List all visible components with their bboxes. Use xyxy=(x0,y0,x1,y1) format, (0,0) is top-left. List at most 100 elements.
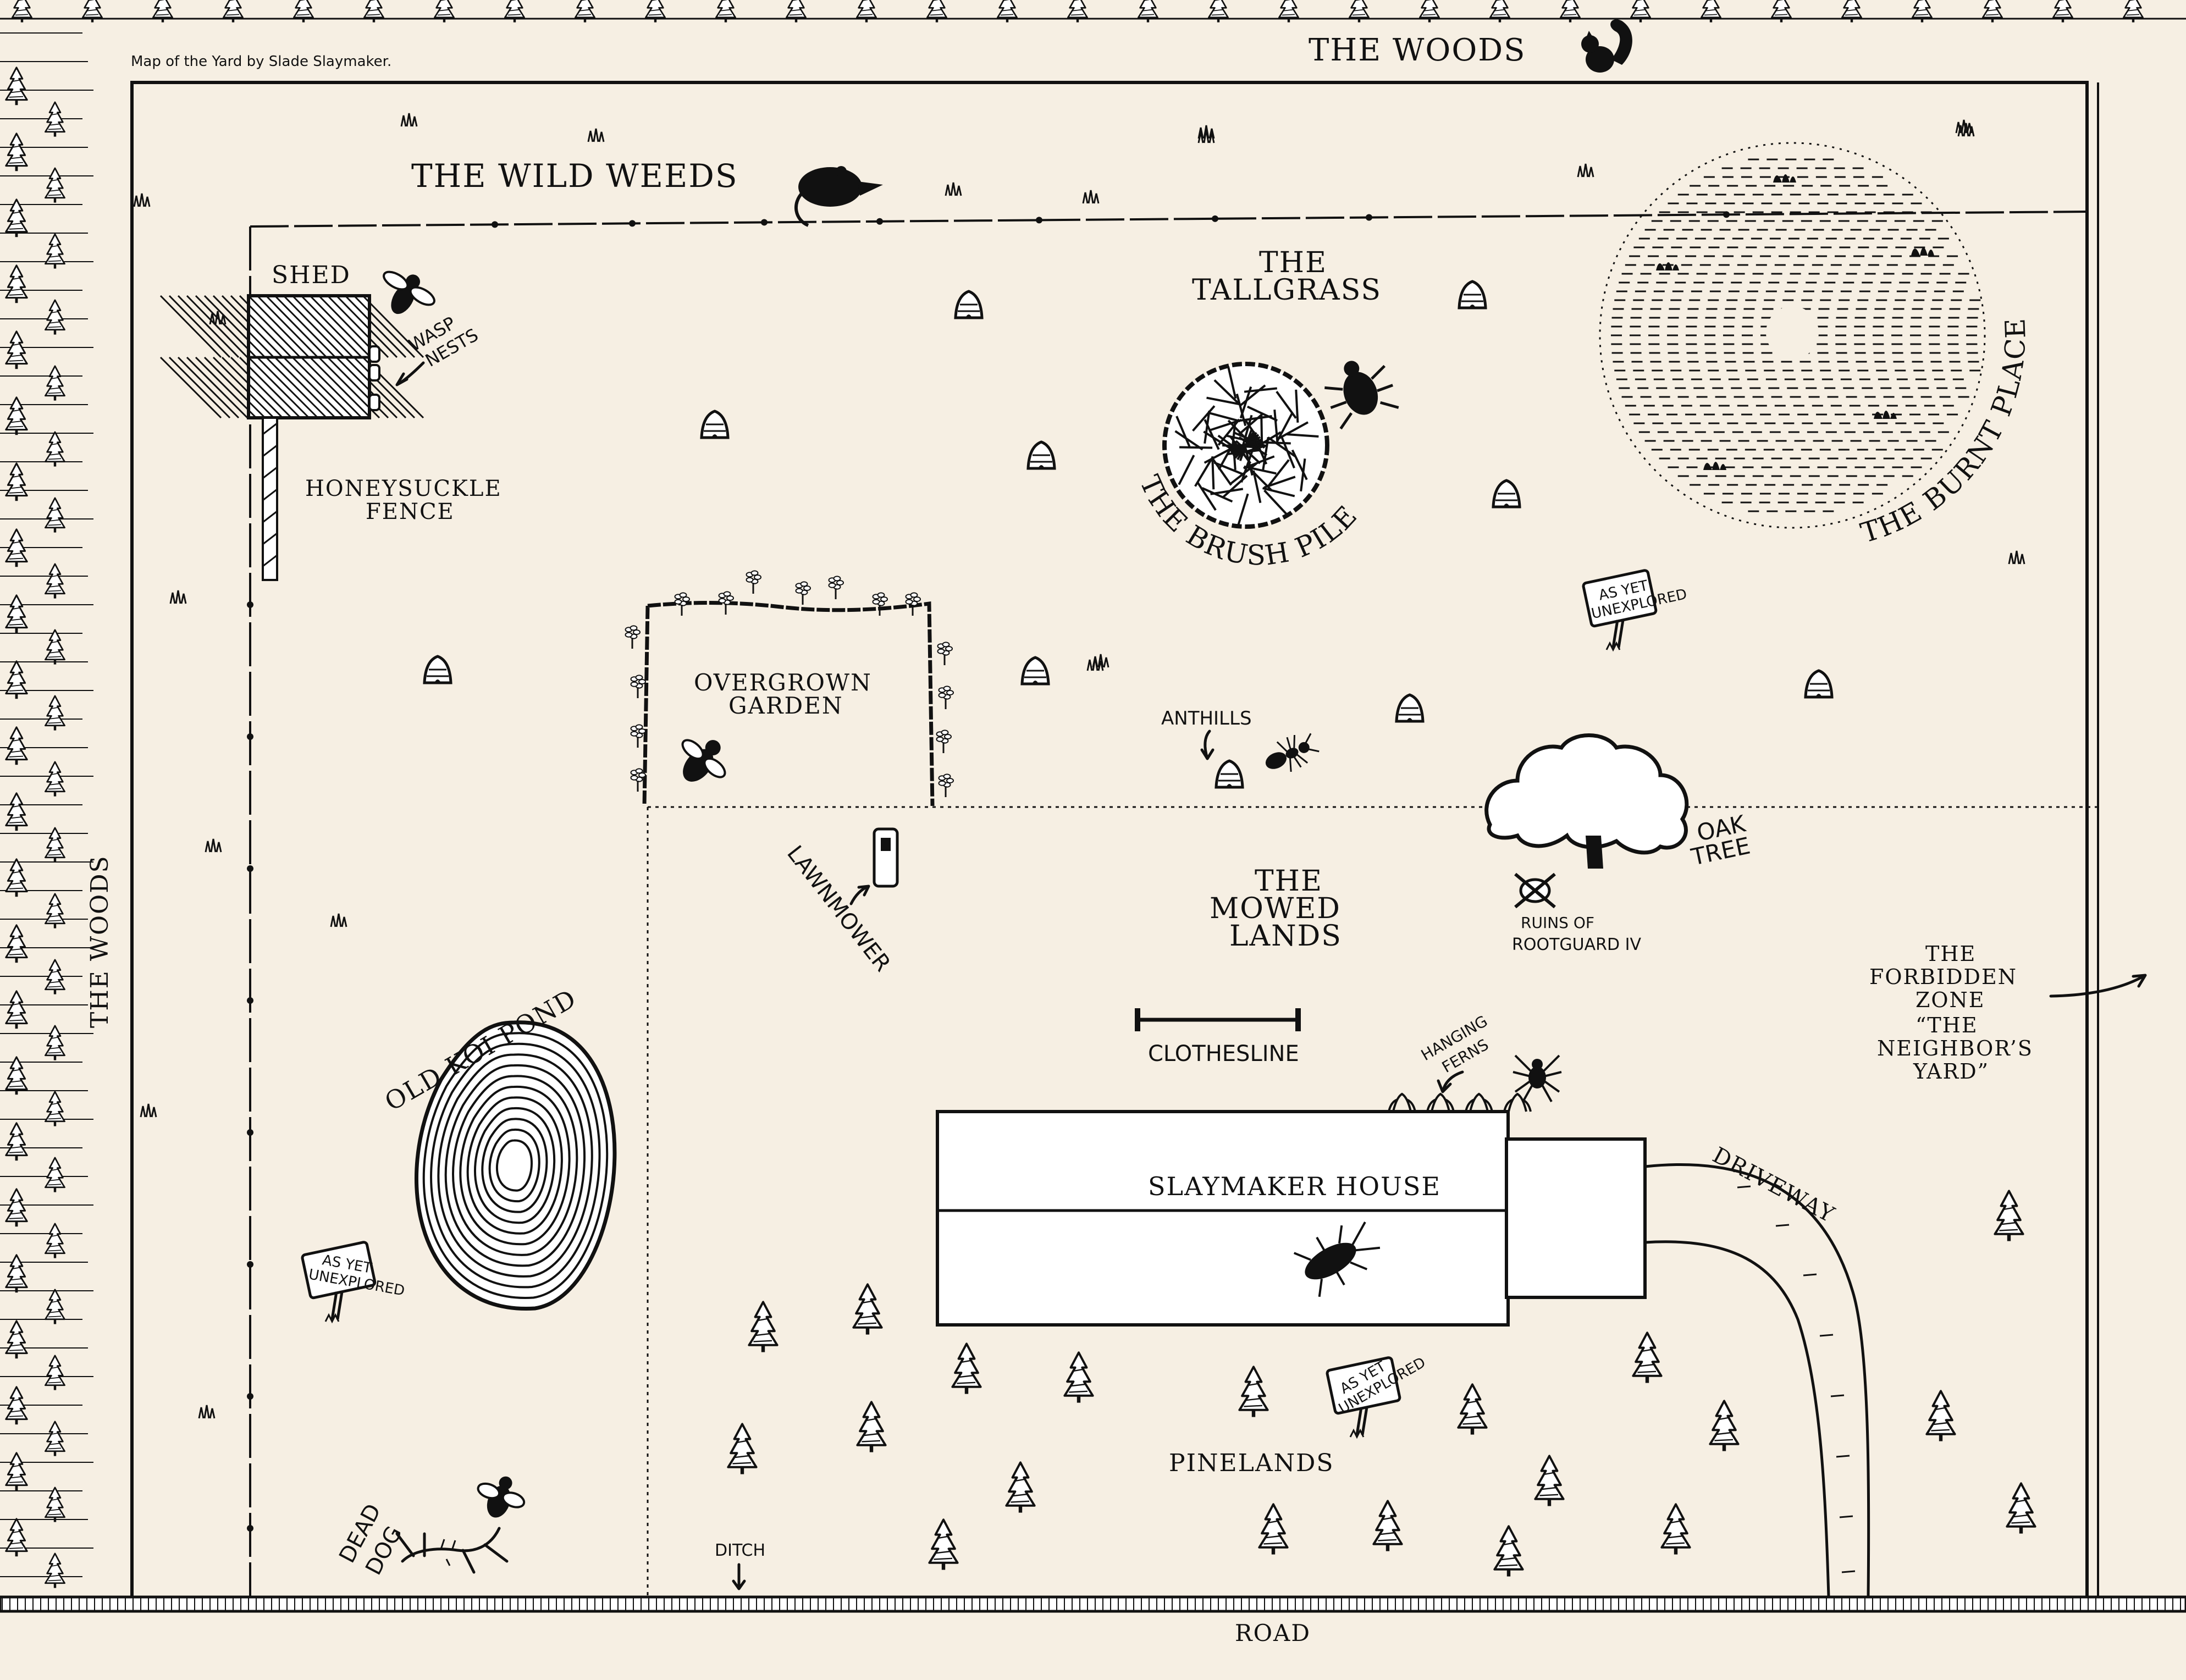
anthill-icon xyxy=(1216,761,1243,787)
fly-icon xyxy=(477,1476,526,1518)
pine-tree-icon xyxy=(5,660,28,700)
pine-tree-icon xyxy=(5,264,28,304)
pine-tree-icon xyxy=(45,893,65,929)
spider-icon xyxy=(1512,1054,1562,1102)
grass-tuft-icon xyxy=(2008,550,2025,565)
pine-tree-icon xyxy=(5,1056,28,1096)
bee-icon xyxy=(681,739,726,782)
pine-tree-icon xyxy=(45,365,65,401)
wasp-arrow xyxy=(395,361,425,386)
pine-tree-icon xyxy=(2007,1483,2035,1533)
label-mowed-3: LANDS xyxy=(1229,920,1342,953)
pine-tree-icon xyxy=(5,67,28,106)
pine-tree-icon xyxy=(5,1320,28,1360)
grass-tuft-icon xyxy=(133,192,151,208)
anthill-icon xyxy=(1493,480,1520,507)
pine-tree-icon xyxy=(45,431,65,467)
pine-tree-icon xyxy=(5,528,28,568)
pine-tree-icon xyxy=(1373,1501,1401,1551)
slaymaker-house xyxy=(936,1110,1647,1327)
lawnmower-arrow xyxy=(849,885,870,905)
pine-tree-icon xyxy=(45,563,65,599)
pine-tree-icon xyxy=(5,198,28,238)
grass-tuft-icon xyxy=(1082,189,1100,205)
driveway xyxy=(1643,1163,1870,1599)
label-woods-top: THE WOODS xyxy=(1309,32,1526,68)
grass-tuft-icon xyxy=(587,128,605,143)
pine-tree-icon xyxy=(1064,1352,1092,1402)
pine-tree-icon xyxy=(1259,1504,1287,1554)
pine-tree-icon xyxy=(5,726,28,766)
pine-tree-icon xyxy=(45,1289,65,1325)
label-tallgrass-2: TALLGRASS xyxy=(1192,274,1382,307)
anthill-icon xyxy=(1459,281,1486,308)
ant-icon xyxy=(1265,733,1320,772)
anthills-arrow xyxy=(1200,730,1215,760)
pine-tree-icon xyxy=(1995,1191,2023,1241)
ferns-arrow xyxy=(1437,1070,1464,1093)
pine-tree-icon xyxy=(5,594,28,634)
pine-tree-icon xyxy=(5,462,28,502)
pine-tree-icon xyxy=(5,990,28,1030)
pine-tree-icon xyxy=(857,1402,885,1452)
pine-tree-icon xyxy=(5,924,28,964)
pine-tree-icon xyxy=(1494,1526,1522,1576)
pine-tree-icon xyxy=(5,1386,28,1425)
anthill-icon xyxy=(702,411,728,438)
pine-tree-icon xyxy=(5,1122,28,1162)
pine-tree-icon xyxy=(45,1091,65,1127)
road xyxy=(0,1595,2186,1613)
oak-tree xyxy=(1484,733,1689,869)
pine-tree-icon xyxy=(5,792,28,832)
grass-tuft-icon xyxy=(1577,163,1594,178)
pine-tree-icon xyxy=(1535,1456,1563,1506)
koi-pond xyxy=(414,1020,617,1311)
beetle-icon xyxy=(1324,361,1399,430)
label-forbidden-3: ZONE xyxy=(1915,988,1985,1012)
grass-tuft-icon xyxy=(198,1404,216,1419)
honeysuckle-post xyxy=(262,417,278,581)
pine-tree-icon xyxy=(5,858,28,898)
pine-tree-icon xyxy=(45,233,65,269)
pine-tree-icon xyxy=(45,695,65,731)
label-forbidden-5: NEIGHBOR’S xyxy=(1877,1036,2033,1060)
label-honeysuckle-2: FENCE xyxy=(366,499,455,524)
anthill-icon xyxy=(1806,671,1832,697)
anthill-icon xyxy=(1396,695,1423,721)
ruins-icon xyxy=(1514,872,1556,909)
label-ditch: DITCH xyxy=(715,1541,765,1560)
grass-tuft-icon xyxy=(140,1103,157,1118)
pine-tree-icon xyxy=(5,132,28,172)
pine-tree-icon xyxy=(45,1421,65,1457)
pine-tree-icon xyxy=(45,1157,65,1193)
pine-tree-icon xyxy=(749,1302,777,1352)
burnt-place xyxy=(1599,142,1986,529)
anthill-icon xyxy=(1028,442,1055,468)
clothesline xyxy=(1135,1008,1301,1031)
pine-tree-icon xyxy=(45,1025,65,1061)
label-house: SLAYMAKER HOUSE xyxy=(1148,1171,1441,1201)
fence-left xyxy=(247,226,253,1597)
overgrown-garden xyxy=(625,570,954,806)
label-ruins-2: ROOTGUARD IV xyxy=(1512,935,1641,954)
label-wild-weeds: THE WILD WEEDS xyxy=(411,157,738,195)
pine-tree-icon xyxy=(929,1519,957,1570)
cockroach-icon xyxy=(1293,1222,1381,1297)
label-clothesline: CLOTHESLINE xyxy=(1148,1041,1299,1066)
grass-tuft-icon xyxy=(400,112,418,128)
anthills xyxy=(424,281,1832,787)
pine-tree-icon xyxy=(1006,1462,1034,1512)
label-garden-2: GARDEN xyxy=(728,692,843,719)
pine-tree-icon xyxy=(952,1344,980,1394)
lawnmower-icon xyxy=(873,827,899,888)
ditch-arrow xyxy=(732,1563,746,1590)
pine-tree-icon xyxy=(5,1452,28,1491)
grass-tuft-icon xyxy=(205,838,222,853)
anthill-icon xyxy=(1022,657,1048,684)
brush-pile xyxy=(1162,362,1329,529)
grass-tuft-icon xyxy=(1955,119,1973,134)
pine-tree-icon xyxy=(45,761,65,797)
pine-tree-icon xyxy=(45,959,65,995)
label-forbidden-6: YARD” xyxy=(1913,1059,1989,1084)
